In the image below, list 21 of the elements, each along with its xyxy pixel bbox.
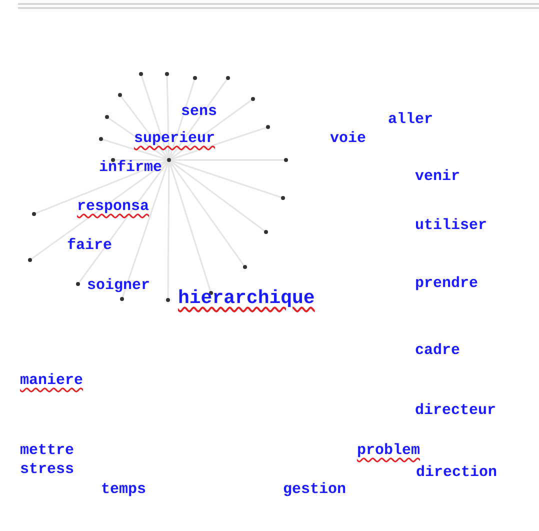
word-label: faire bbox=[67, 237, 112, 254]
word-label: prendre bbox=[415, 275, 478, 292]
word-label: responsa bbox=[77, 198, 150, 215]
word-label: gestion bbox=[283, 481, 346, 498]
word-label: sens bbox=[181, 103, 218, 120]
word-label: aller bbox=[388, 111, 434, 128]
word-label: soigner bbox=[87, 277, 150, 294]
word-label: mettre bbox=[20, 442, 74, 459]
word-label: superieur bbox=[134, 130, 216, 147]
word-label: maniere bbox=[20, 372, 84, 389]
word-label: venir bbox=[415, 168, 460, 185]
word-label: cadre bbox=[415, 342, 460, 359]
word-label: temps bbox=[101, 481, 146, 498]
word-label: direction bbox=[416, 464, 498, 481]
word-label: directeur bbox=[415, 402, 496, 419]
word-label: infirme bbox=[99, 159, 162, 176]
word-label: stress bbox=[20, 461, 74, 478]
word-label: hierarchique bbox=[178, 288, 315, 309]
word-label: voie bbox=[330, 130, 366, 147]
word-label: problem bbox=[357, 442, 420, 459]
word-label: utiliser bbox=[415, 217, 488, 234]
